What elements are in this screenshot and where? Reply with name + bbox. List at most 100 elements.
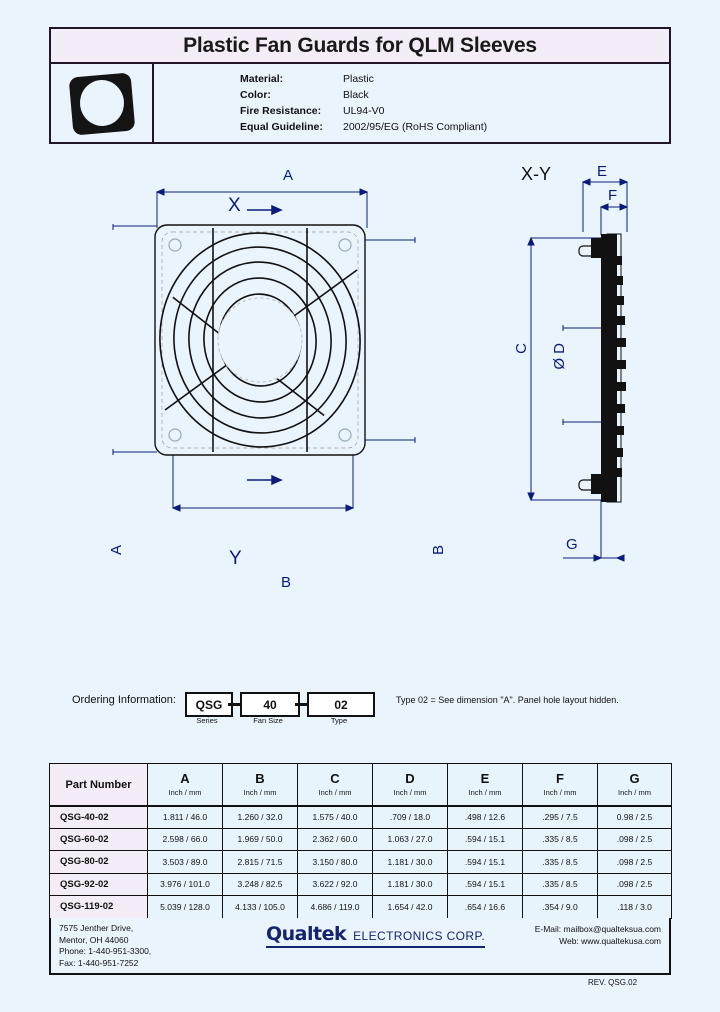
table-body: QSG-40-02 1.811 / 46.0 1.260 / 32.0 1.57… bbox=[49, 805, 672, 919]
cell-g: .098 / 2.5 bbox=[597, 827, 672, 851]
ordering-label: Ordering Information: bbox=[72, 694, 176, 706]
spec-value: Black bbox=[343, 89, 369, 101]
column-header-d: D Inch / mm bbox=[372, 763, 448, 807]
table-header-row: Part Number A Inch / mm B Inch / mm C In… bbox=[49, 763, 672, 807]
dimension-line-bottom-b bbox=[171, 455, 355, 512]
cell-g: .098 / 2.5 bbox=[597, 850, 672, 874]
email-value[interactable]: mailbox@qualteksua.com bbox=[563, 924, 661, 934]
ordering-caption-type: Type bbox=[330, 716, 348, 725]
fan-guard-photo-icon bbox=[68, 72, 135, 136]
company-address: 7575 Jenther Drive, Mentor, OH 44060 Pho… bbox=[59, 923, 152, 968]
cell-c: 2.362 / 60.0 bbox=[297, 827, 373, 851]
cell-e: .654 / 16.6 bbox=[447, 895, 523, 919]
ordering-caption-series: Series bbox=[196, 716, 218, 725]
guard-hub bbox=[217, 297, 303, 383]
spec-label: Equal Guideline: bbox=[240, 121, 323, 133]
spec-row-color: Color: Black bbox=[240, 87, 487, 103]
spec-label: Fire Resistance: bbox=[240, 105, 322, 117]
section-label-y: Y bbox=[229, 548, 242, 569]
page-title: Plastic Fan Guards for QLM Sleeves bbox=[183, 33, 537, 57]
guard-inner-outline bbox=[161, 231, 359, 449]
spec-row-material: Material: Plastic bbox=[240, 71, 487, 87]
ordering-note: Type 02 = See dimension "A". Panel hole … bbox=[396, 695, 619, 705]
logo-brand-text: Qualtek bbox=[266, 923, 347, 945]
dim-label-d: Ø D bbox=[551, 343, 568, 370]
ordering-box-series[interactable]: QSG bbox=[185, 692, 233, 717]
front-view-drawing bbox=[112, 188, 416, 512]
cell-c: 1.575 / 40.0 bbox=[297, 805, 373, 829]
cell-part-number: QSG-92-02 bbox=[49, 872, 148, 896]
cell-b: 3.248 / 82.5 bbox=[222, 872, 298, 896]
cell-a: 3.503 / 89.0 bbox=[147, 850, 223, 874]
company-logo: Qualtek ELECTRONICS CORP. bbox=[266, 923, 486, 948]
cell-f: .335 / 8.5 bbox=[522, 872, 598, 896]
cell-f: .354 / 9.0 bbox=[522, 895, 598, 919]
cell-d: 1.063 / 27.0 bbox=[372, 827, 448, 851]
cell-part-number: QSG-40-02 bbox=[49, 805, 148, 829]
dimension-line-top-a bbox=[155, 188, 369, 228]
dimension-extension-right bbox=[365, 237, 416, 443]
ordering-connector-2 bbox=[295, 703, 308, 706]
cell-f: .295 / 7.5 bbox=[522, 805, 598, 829]
ordering-box-type[interactable]: 02 bbox=[307, 692, 375, 717]
column-header-a: A Inch / mm bbox=[147, 763, 223, 807]
spec-value: 2002/95/EG (RoHS Compliant) bbox=[343, 121, 488, 133]
cell-part-number: QSG-60-02 bbox=[49, 827, 148, 851]
ordering-connector-1 bbox=[228, 703, 241, 706]
section-arrow-x bbox=[247, 204, 283, 216]
cell-d: 1.181 / 30.0 bbox=[372, 872, 448, 896]
contact-info: E-Mail: mailbox@qualteksua.com Web: www.… bbox=[535, 923, 661, 947]
section-label-x: X bbox=[228, 195, 241, 216]
product-thumbnail-cell bbox=[51, 64, 154, 144]
section-arrow-y bbox=[247, 474, 283, 486]
dim-label-b-right: B bbox=[430, 545, 447, 556]
cell-d: 1.654 / 42.0 bbox=[372, 895, 448, 919]
dim-label-f: F bbox=[608, 187, 618, 204]
spec-value: UL94-V0 bbox=[343, 105, 385, 117]
footer-panel: 7575 Jenther Drive, Mentor, OH 44060 Pho… bbox=[49, 918, 671, 975]
section-view-label: X-Y bbox=[521, 164, 552, 184]
dim-label-g: G bbox=[566, 536, 578, 553]
cell-b: 1.260 / 32.0 bbox=[222, 805, 298, 829]
cell-d: 1.181 / 30.0 bbox=[372, 850, 448, 874]
cell-part-number: QSG-80-02 bbox=[49, 850, 148, 874]
header-panel: Plastic Fan Guards for QLM Sleeves Mater… bbox=[49, 27, 671, 144]
web-label: Web: bbox=[559, 936, 579, 946]
dimension-line-g bbox=[563, 500, 625, 562]
header-body: Material: Plastic Color: Black Fire Resi… bbox=[51, 64, 669, 144]
logo-text-line: Qualtek ELECTRONICS CORP. bbox=[266, 923, 485, 945]
dimension-extension-left bbox=[112, 224, 157, 455]
revision-label: REV. QSG.02 bbox=[588, 978, 638, 987]
cell-f: .335 / 8.5 bbox=[522, 850, 598, 874]
spec-label: Color: bbox=[240, 89, 271, 101]
table-row: QSG-60-02 2.598 / 66.0 1.969 / 50.0 2.36… bbox=[49, 827, 672, 851]
specifications-list: Material: Plastic Color: Black Fire Resi… bbox=[154, 64, 487, 144]
column-header-b: B Inch / mm bbox=[222, 763, 298, 807]
dim-label-a-top: A bbox=[283, 167, 294, 184]
section-view-drawing bbox=[527, 178, 629, 562]
cell-f: .335 / 8.5 bbox=[522, 827, 598, 851]
logo-underline bbox=[266, 946, 486, 948]
cell-a: 5.039 / 128.0 bbox=[147, 895, 223, 919]
technical-drawing-area: A A B B X Y bbox=[0, 150, 720, 670]
table-row: QSG-119-02 5.039 / 128.0 4.133 / 105.0 4… bbox=[49, 895, 672, 919]
spec-row-equal-guideline: Equal Guideline: 2002/95/EG (RoHS Compli… bbox=[240, 119, 487, 135]
cell-a: 3.976 / 101.0 bbox=[147, 872, 223, 896]
logo-suffix-text: ELECTRONICS CORP. bbox=[353, 929, 486, 943]
web-row: Web: www.qualtekusa.com bbox=[535, 935, 661, 947]
cell-g: .118 / 3.0 bbox=[597, 895, 672, 919]
dimensions-table: Part Number A Inch / mm B Inch / mm C In… bbox=[49, 763, 672, 919]
spec-label: Material: bbox=[240, 73, 284, 85]
ordering-box-fan-size[interactable]: 40 bbox=[240, 692, 300, 717]
cell-b: 1.969 / 50.0 bbox=[222, 827, 298, 851]
column-header-part-number: Part Number bbox=[49, 763, 148, 807]
column-header-g: G Inch / mm bbox=[597, 763, 672, 807]
email-row: E-Mail: mailbox@qualteksua.com bbox=[535, 923, 661, 935]
cell-a: 2.598 / 66.0 bbox=[147, 827, 223, 851]
page-title-bar: Plastic Fan Guards for QLM Sleeves bbox=[51, 29, 669, 64]
spec-row-fire-resistance: Fire Resistance: UL94-V0 bbox=[240, 103, 487, 119]
web-value[interactable]: www.qualtekusa.com bbox=[581, 936, 661, 946]
ordering-caption-fan-size: Fan Size bbox=[253, 716, 283, 725]
cell-a: 1.811 / 46.0 bbox=[147, 805, 223, 829]
column-header-e: E Inch / mm bbox=[447, 763, 523, 807]
